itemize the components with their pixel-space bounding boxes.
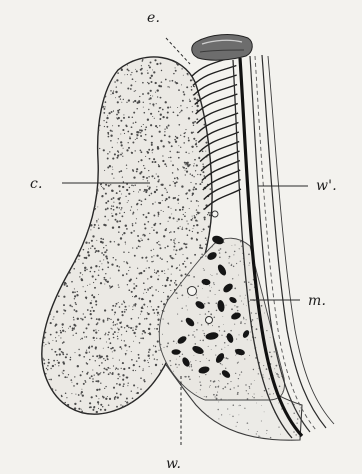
label-w: w.: [166, 456, 181, 472]
label-c: c.: [30, 176, 43, 192]
label-m: m.: [308, 293, 326, 309]
label-w-prime: w'.: [316, 178, 337, 194]
label-e: e.: [147, 10, 160, 26]
